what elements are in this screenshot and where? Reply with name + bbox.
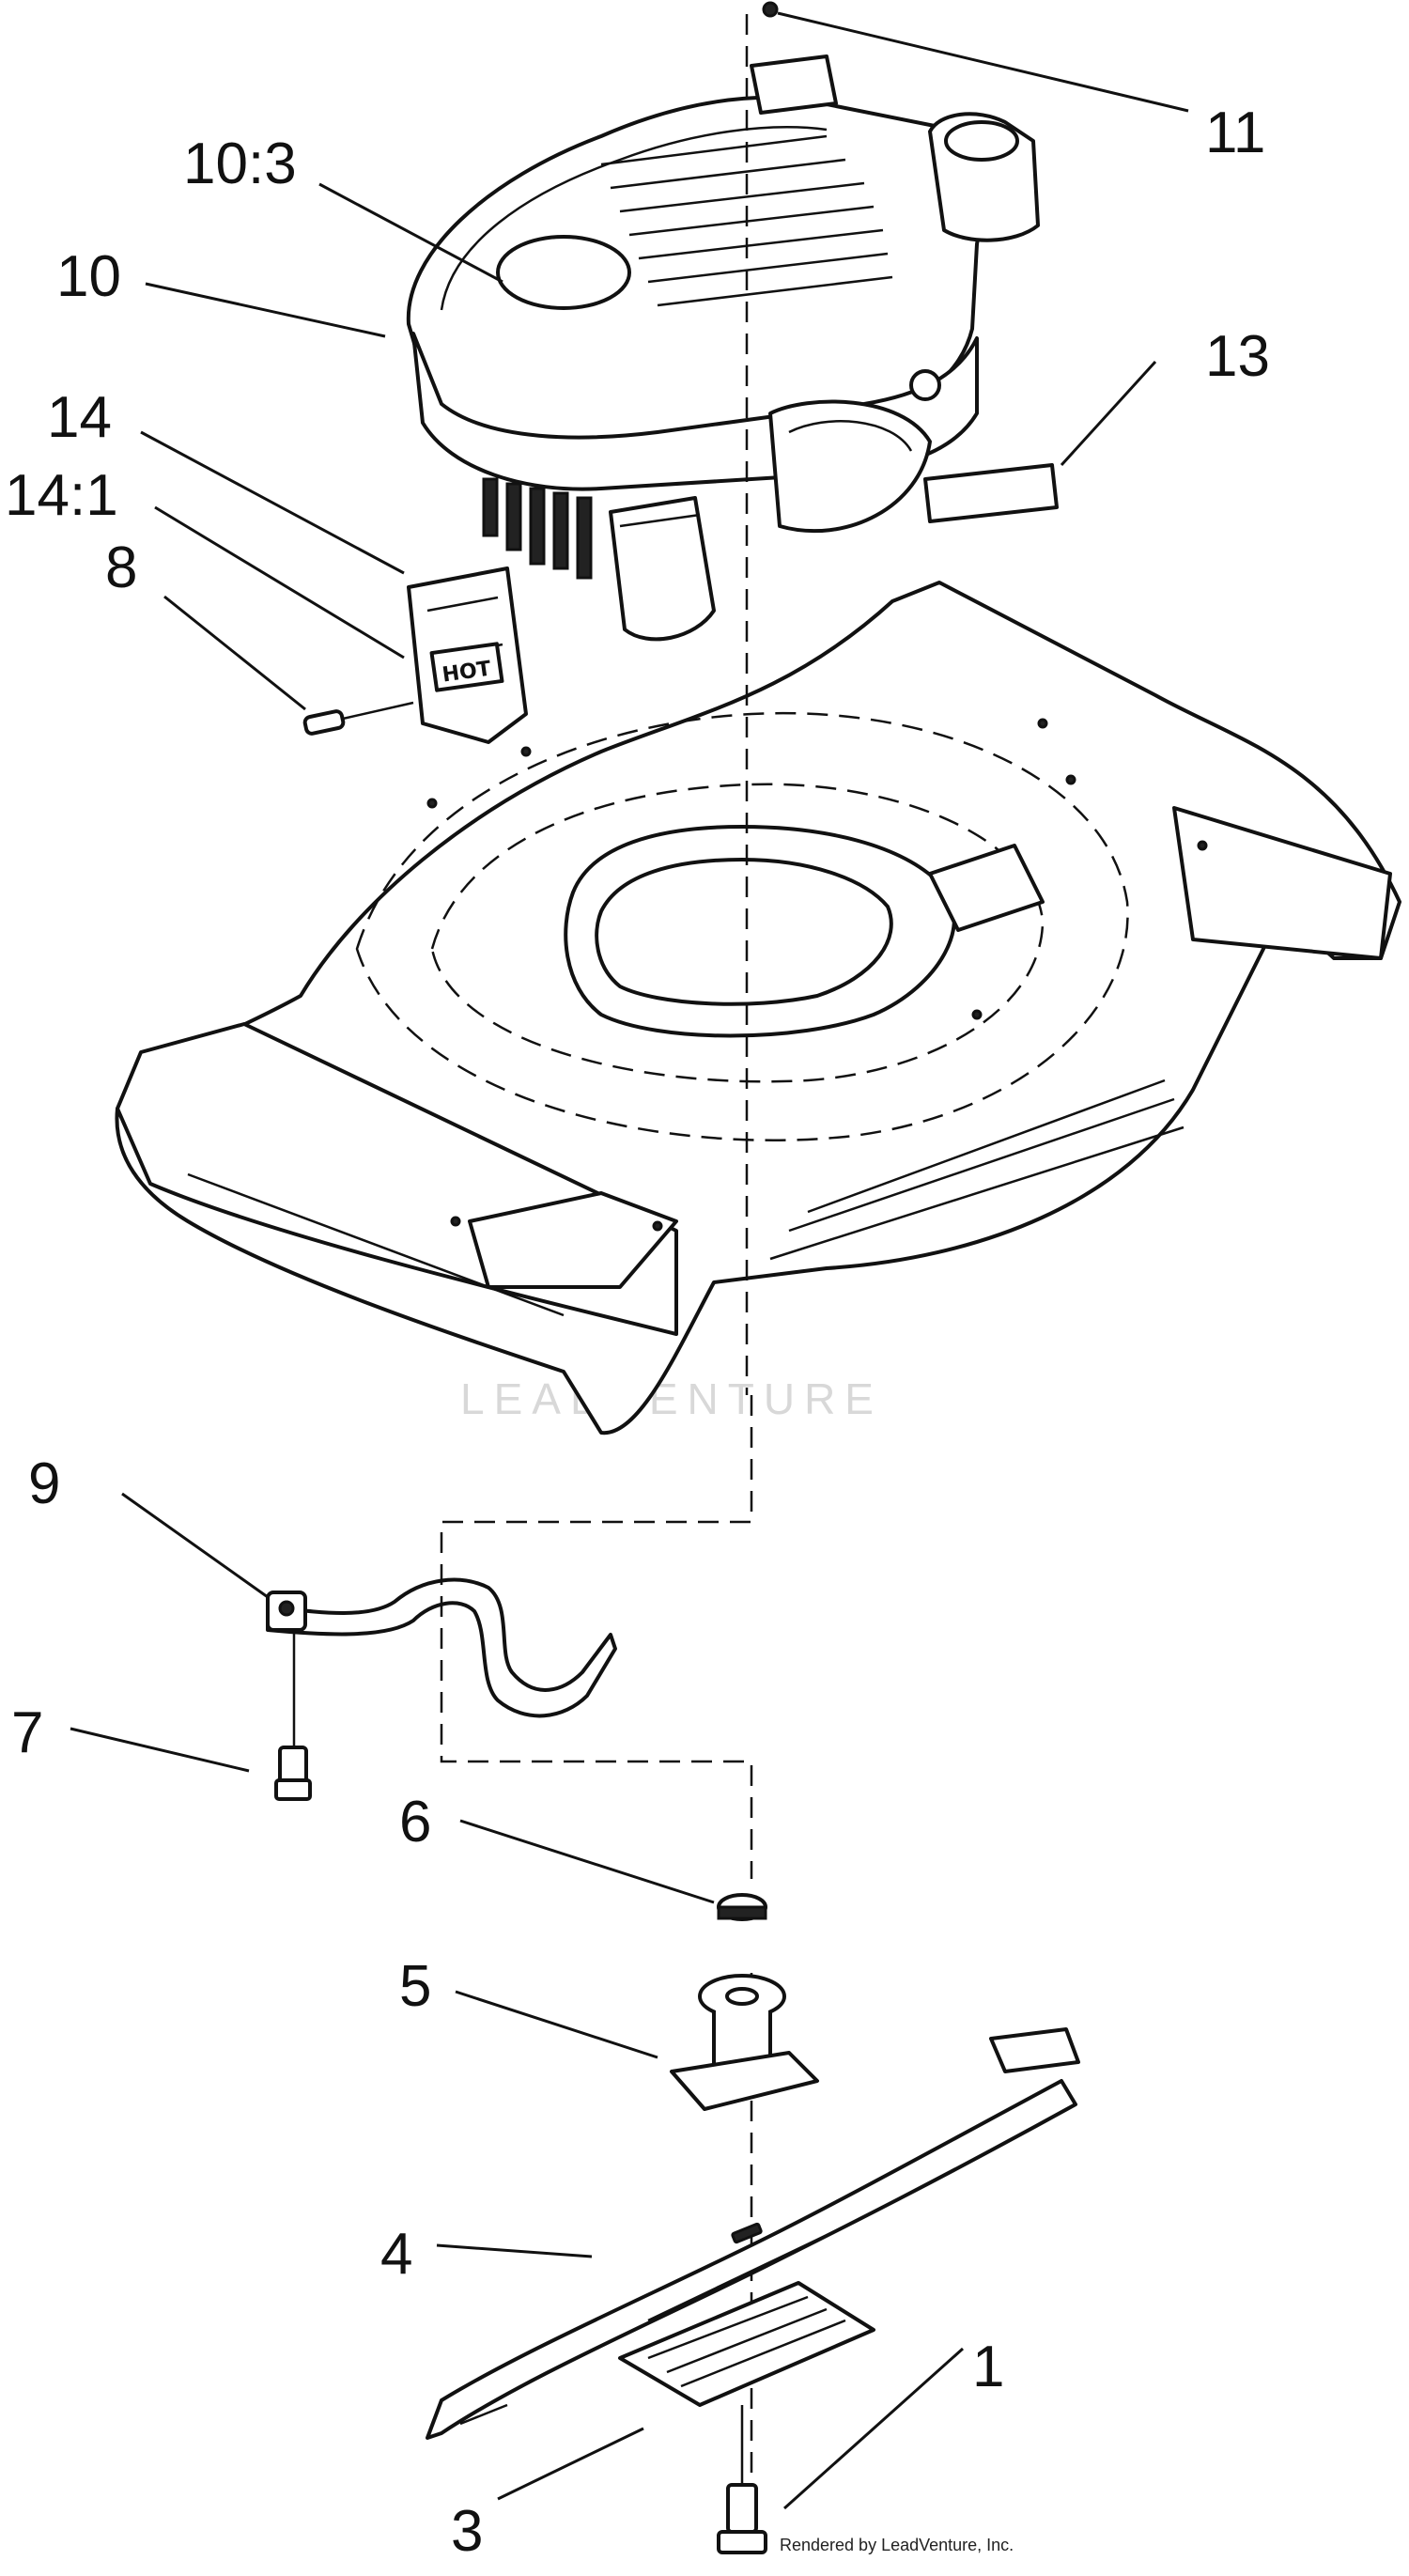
watermark-text: LEADVENTURE — [460, 1374, 883, 1423]
fuel-cap — [944, 120, 1019, 162]
blade-4 — [426, 2027, 1080, 2440]
bolt-7 — [274, 1630, 312, 1801]
callout-leaders — [70, 11, 1189, 2510]
muffler — [609, 496, 716, 642]
engine-cooling-fins — [600, 134, 893, 307]
callout-1: 1 — [972, 2335, 1004, 2399]
nut-6 — [717, 1893, 767, 1921]
engine-knob — [909, 369, 941, 401]
bolt-1 — [717, 2405, 767, 2554]
starter-housing — [768, 399, 932, 534]
callout-3: 3 — [451, 2499, 483, 2564]
callout-8: 8 — [105, 535, 137, 600]
callout-14: 14 — [47, 385, 112, 450]
mower-deck — [115, 581, 1401, 1435]
callout-7: 7 — [11, 1700, 43, 1765]
callout-13: 13 — [1205, 324, 1270, 389]
callout-11: 11 — [1205, 101, 1265, 165]
blade-adapter-5 — [670, 1974, 819, 2111]
render-credit: Rendered by LeadVenture, Inc. — [780, 2536, 1014, 2554]
callout-10-3: 10:3 — [183, 132, 297, 196]
callout-9: 9 — [28, 1451, 60, 1516]
callout-10: 10 — [56, 244, 121, 309]
bracket-9 — [266, 1577, 617, 1718]
engine — [406, 1, 1040, 642]
callout-5: 5 — [399, 1954, 431, 2019]
callout-14-1: 14:1 — [5, 463, 118, 528]
callout-6: 6 — [399, 1790, 431, 1854]
engine-fins-lower — [482, 477, 593, 580]
screw-11 — [762, 1, 779, 18]
callout-labels: 11 10:3 10 13 14 14:1 8 9 7 6 5 4 1 3 — [5, 101, 1270, 2564]
callout-4: 4 — [380, 2222, 412, 2287]
bolt-8 — [302, 701, 414, 736]
heat-shield: HOT — [407, 566, 528, 744]
decal-13 — [923, 463, 1059, 523]
watermark: LEADVENTURE — [460, 1169, 883, 1423]
stiffener-3 — [618, 2281, 875, 2407]
engine-cap-plate — [496, 235, 631, 310]
